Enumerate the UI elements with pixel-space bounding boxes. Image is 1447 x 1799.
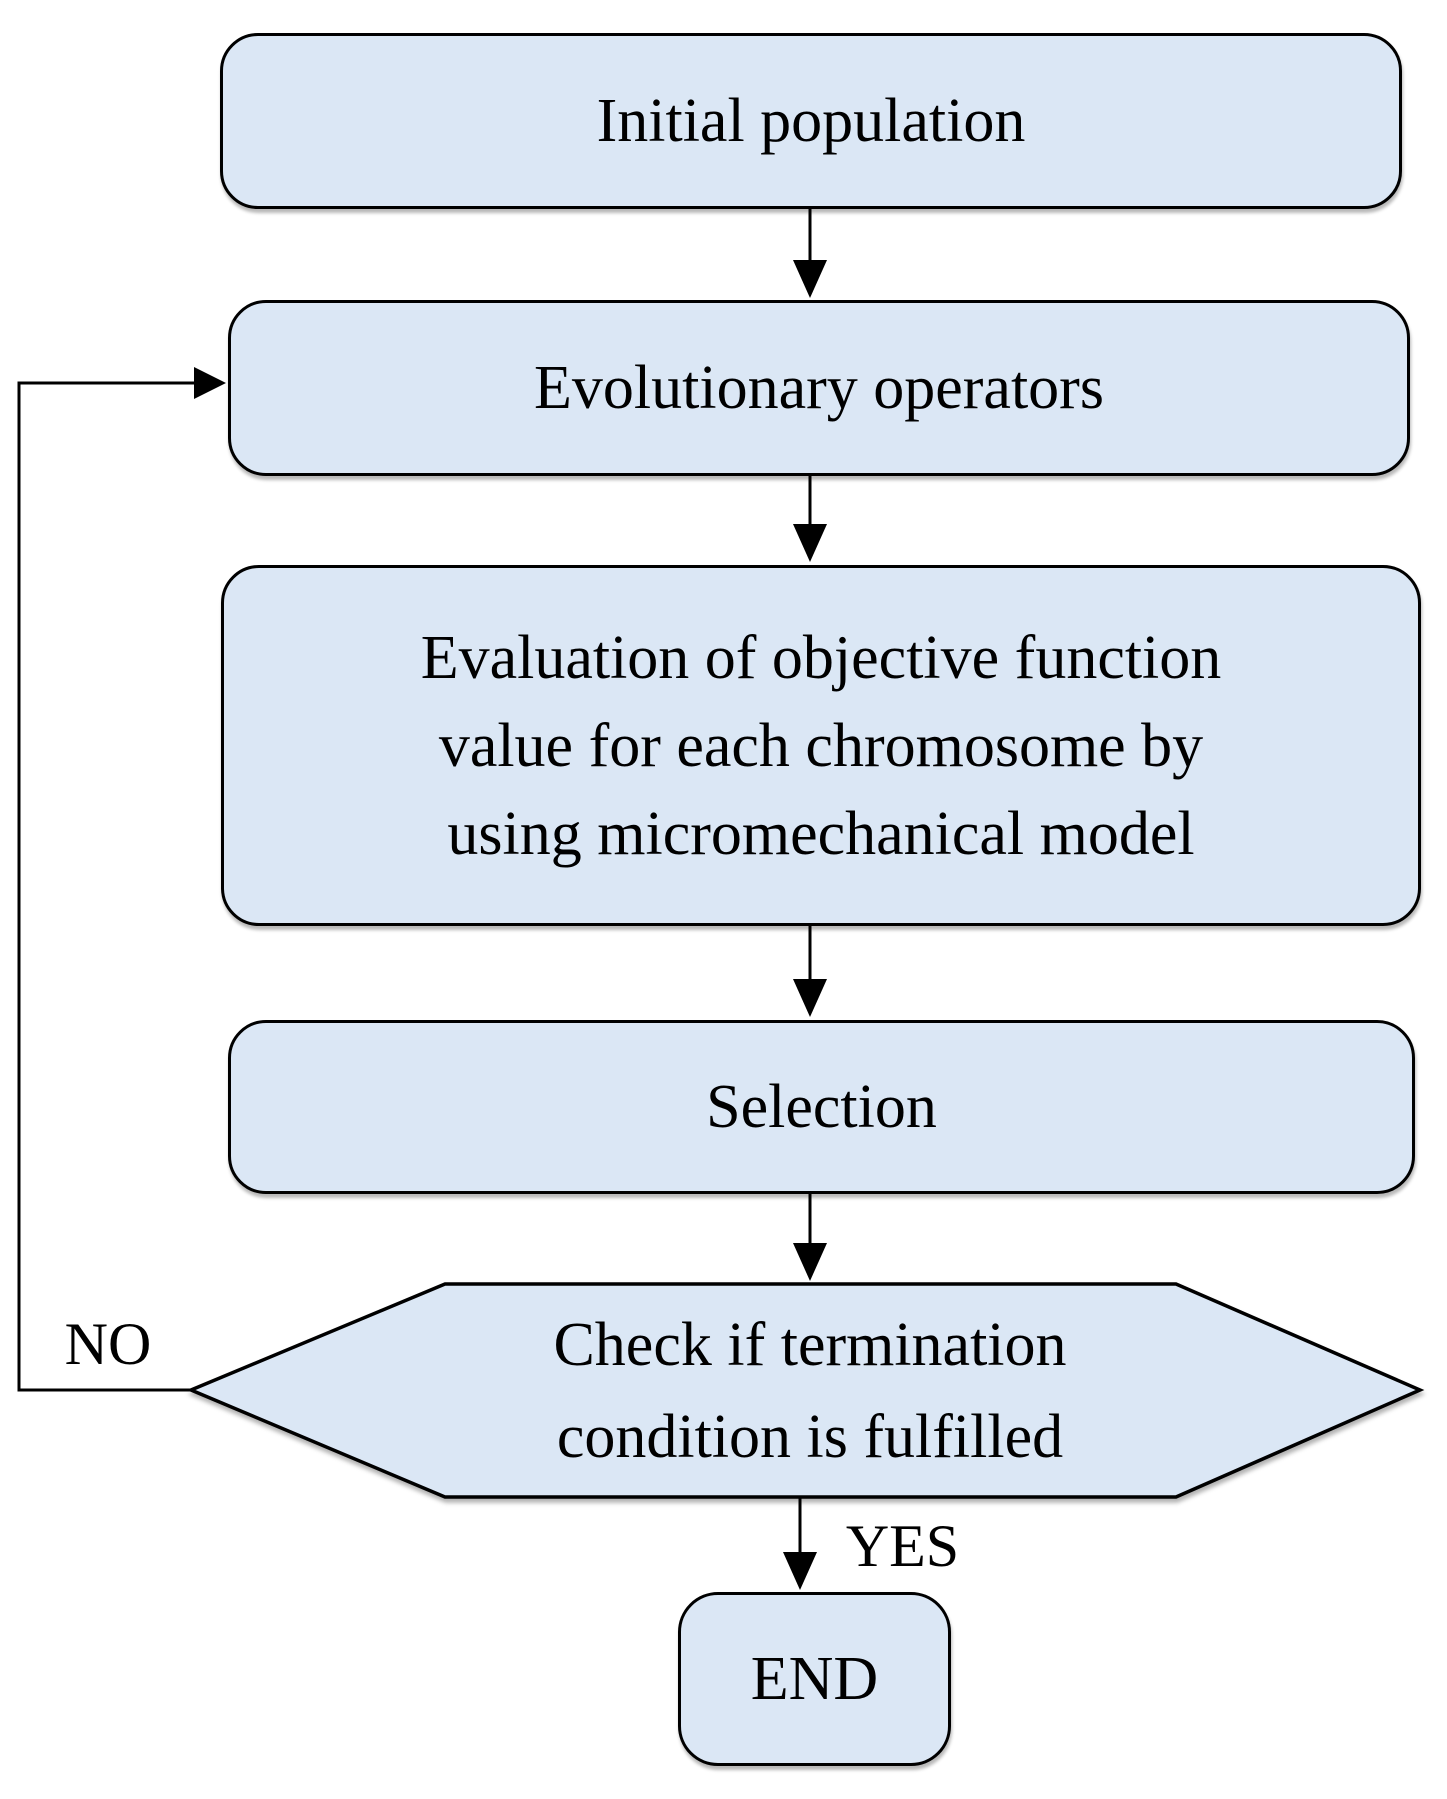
edge-decision-to-end [783,1497,817,1590]
node-end: END [678,1592,951,1766]
node-label: Selection [706,1073,937,1141]
node-initial-population: Initial population [220,33,1402,209]
decision-label-line-2: condition is fulfilled [556,1403,1064,1471]
arrowhead-down-icon [793,260,827,298]
edge-initial-to-evolutionary [793,203,827,298]
arrowhead-down-icon [783,1552,817,1590]
node-label: Initial population [596,87,1026,155]
node-label: END [750,1645,879,1713]
node-termination-check-label: Check if termination condition is fulfil… [350,1292,1270,1490]
node-label-line-1: Evaluation of objective function [420,623,1222,692]
arrowhead-down-icon [793,979,827,1017]
arrowhead-right-icon [194,367,226,399]
edge-no-loop [17,367,226,1392]
edge-selection-to-decision [793,1188,827,1281]
arrowhead-down-icon [793,1243,827,1281]
edge-evaluation-to-selection [793,920,827,1017]
edge-evolutionary-to-evaluation [793,470,827,562]
node-label: Evolutionary operators [534,354,1104,422]
no-edge-label: NO [64,1311,152,1377]
node-evaluation-objective-function: Evaluation of objective function value f… [221,565,1421,926]
no-loop-line [17,381,195,1392]
decision-hexagon [186,1282,1425,1499]
node-selection: Selection [228,1020,1415,1194]
node-evolutionary-operators: Evolutionary operators [228,300,1410,476]
node-label-line-3: using micromechanical model [447,799,1195,868]
yes-edge-label: YES [845,1513,960,1579]
arrowhead-down-icon [793,524,827,562]
node-label-line-2: value for each chromosome by [438,711,1204,780]
decision-label-line-1: Check if termination [553,1311,1067,1379]
